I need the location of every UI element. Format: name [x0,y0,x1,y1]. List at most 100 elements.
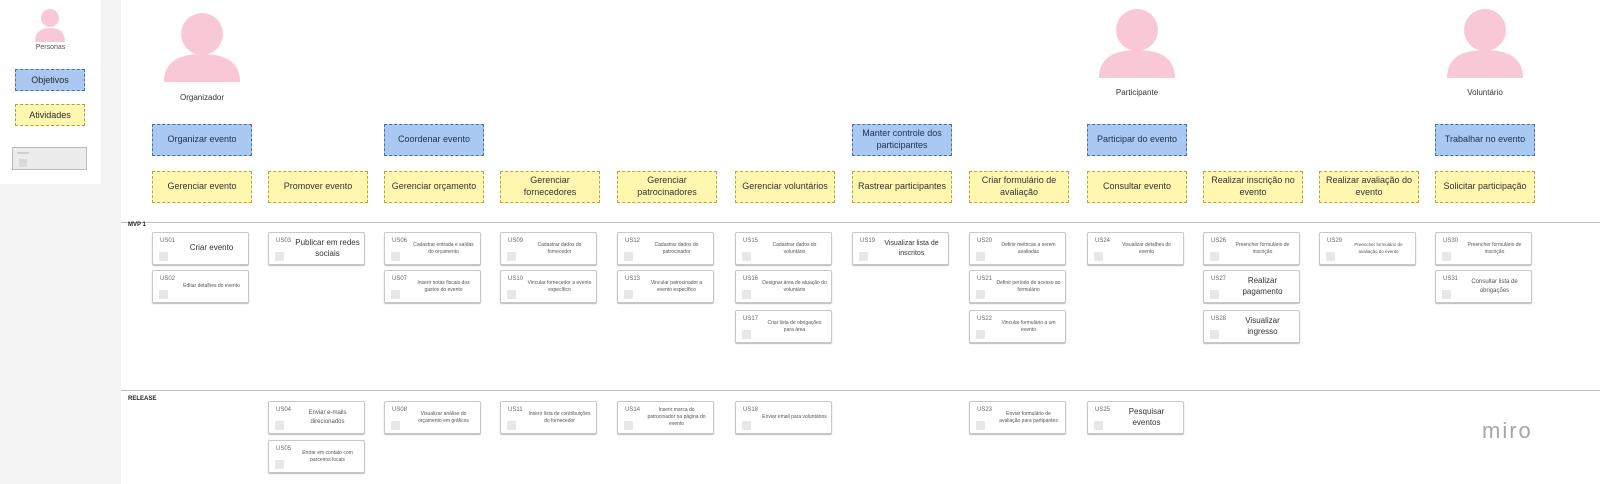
activity-realizar-inscricao[interactable]: Realizar inscrição no evento [1203,171,1303,203]
story-card[interactable]: US31 Consultar lista de obrigações [1435,270,1532,303]
story-card[interactable]: US22 Vincular formulário a um evento [969,310,1066,343]
checkbox-icon[interactable] [1442,290,1451,299]
story-card[interactable]: US26 Preencher formulário de inscrição [1203,232,1300,265]
story-card[interactable]: US29 Preencher formulário de avaliação d… [1319,232,1416,265]
story-id: US18 [743,407,759,413]
story-card[interactable]: US03 Publicar em redes sociais [268,232,365,265]
activity-promover-evento[interactable]: Promover evento [268,171,368,203]
story-card[interactable]: US04 Enviar e-mails direcionados [268,401,365,434]
story-card[interactable]: US08 Visualizar análise do orçamento em … [384,401,481,434]
checkbox-icon[interactable] [742,252,751,261]
checkbox-icon[interactable] [624,252,633,261]
story-card[interactable]: US11 Inserir lista de contribuições do f… [500,401,597,434]
activity-gerenciar-orcamento[interactable]: Gerenciar orçamento [384,171,484,203]
atividades-legend-tag[interactable]: Atividades [15,104,85,126]
story-id: US05 [276,446,292,452]
goal-participar-evento[interactable]: Participar do evento [1087,124,1187,156]
checkbox-icon[interactable] [1442,252,1451,261]
story-card[interactable]: US30 Preencher formulário de inscrição [1435,232,1532,265]
story-card[interactable]: US09 Cadastrar dados do fornecedor [500,232,597,265]
story-text: Cadastrar entrada e saídas do orçamento [413,241,474,255]
checkbox-icon[interactable] [742,330,751,339]
story-id: US25 [1095,407,1111,413]
story-card[interactable]: US17 Criar lista de obrigações para área [735,310,832,343]
checkbox-icon[interactable] [1210,290,1219,299]
checkbox-icon[interactable] [275,252,284,261]
activity-rastrear-participantes[interactable]: Rastrear participantes [852,171,952,203]
activity-gerenciar-patrocinadores[interactable]: Gerenciar patrocinadores [617,171,717,203]
story-id: US01 [160,238,176,244]
activity-solicitar-participacao[interactable]: Solicitar participação [1435,171,1535,203]
goal-trabalhar-evento[interactable]: Trabalhar no evento [1435,124,1535,156]
checkbox-icon[interactable] [976,252,985,261]
story-card[interactable]: US15 Cadastrar dados do voluntário [735,232,832,265]
checkbox-icon[interactable] [976,330,985,339]
story-id: US07 [392,276,408,282]
story-card[interactable]: US21 Definir período de acesso ao formul… [969,270,1066,303]
story-card[interactable]: US10 Vincular fornecedor a evento especí… [500,270,597,303]
checkbox-icon[interactable] [507,252,516,261]
checkbox-icon[interactable] [624,421,633,430]
checkbox-icon[interactable] [159,290,168,299]
story-id: US26 [1211,238,1227,244]
story-card[interactable]: US14 Inserir marca do patrocinador na pá… [617,401,714,434]
activity-consultar-evento[interactable]: Consultar evento [1087,171,1187,203]
story-card[interactable]: US20 Definir métricas a serem avaliadas [969,232,1066,265]
goal-coordenar-evento[interactable]: Coordenar evento [384,124,484,156]
checkbox-icon[interactable] [1326,252,1335,261]
story-card[interactable]: US01 Criar evento [152,232,249,265]
activity-realizar-avaliacao[interactable]: Realizar avaliação do evento [1319,171,1419,203]
checkbox-icon[interactable] [391,290,400,299]
checkbox-icon[interactable] [275,460,284,469]
checkbox-icon[interactable] [624,290,633,299]
story-card[interactable]: US12 Cadastrar dados do patrocinador [617,232,714,265]
activity-criar-formulario[interactable]: Criar formulário de avaliação [969,171,1069,203]
checkbox-icon[interactable] [1210,252,1219,261]
story-card[interactable]: US06 Cadastrar entrada e saídas do orçam… [384,232,481,265]
checkbox-icon[interactable] [742,290,751,299]
story-text: Visualizar ingresso [1245,315,1280,336]
checkbox-icon[interactable] [742,421,751,430]
checkbox-icon[interactable] [391,421,400,430]
story-card[interactable]: US25 Pesquisar eventos [1087,401,1184,434]
checkbox-icon[interactable] [976,290,985,299]
story-card[interactable]: US19 Visualizar lista de inscritos [852,232,949,265]
checkbox-icon[interactable] [507,421,516,430]
story-text: Pesquisar eventos [1128,406,1165,427]
story-card[interactable]: US18 Enviar email para voluntários [735,401,832,434]
story-text: Visualizar análise do orçamento em gráfi… [418,410,469,424]
checkbox-icon[interactable] [1210,330,1219,339]
checkbox-icon[interactable] [507,290,516,299]
checkbox-icon[interactable] [976,421,985,430]
story-card[interactable]: US13 Vincular patrocinador a evento espe… [617,270,714,303]
release-divider [121,390,1600,391]
legend-panel[interactable]: Personas Objetivos Atividades [0,0,101,184]
story-card[interactable]: US28 Visualizar ingresso [1203,310,1300,343]
activity-gerenciar-voluntarios[interactable]: Gerenciar voluntários [735,171,835,203]
story-text: Enviar email para voluntários [762,414,827,421]
checkbox-icon[interactable] [1094,252,1103,261]
story-card[interactable]: US02 Editar detalhes do evento [152,270,249,303]
checkbox-icon[interactable] [859,252,868,261]
activity-gerenciar-evento[interactable]: Gerenciar evento [152,171,252,203]
activity-gerenciar-fornecedores[interactable]: Gerenciar fornecedores [500,171,600,203]
story-id: US03 [276,238,292,244]
story-card[interactable]: US27 Realizar pagamento [1203,270,1300,303]
checkbox-icon[interactable] [159,252,168,261]
story-text: Vincular patrocinador a evento específic… [650,279,703,293]
story-card[interactable]: US24 Visualizar detalhes do evento [1087,232,1184,265]
story-text: Criar evento [189,243,234,253]
story-card[interactable]: US23 Enviar formulário de avaliação para… [969,401,1066,434]
goal-organizar-evento[interactable]: Organizar evento [152,124,252,156]
story-card-legend[interactable] [12,147,87,170]
checkbox-icon[interactable] [275,421,284,430]
checkbox-icon[interactable] [391,252,400,261]
checkbox-icon[interactable] [1094,421,1103,430]
objetivos-legend-tag[interactable]: Objetivos [15,69,85,91]
story-card[interactable]: US16 Designar área de atuação do voluntá… [735,270,832,303]
story-id: US30 [1443,238,1459,244]
story-card[interactable]: US07 Inserir notas fiscais dos gastos do… [384,270,481,303]
story-card[interactable]: US05 Entrar em contato com parceiros loc… [268,440,365,473]
goal-manter-controle[interactable]: Manter controle dos participantes [852,124,952,156]
